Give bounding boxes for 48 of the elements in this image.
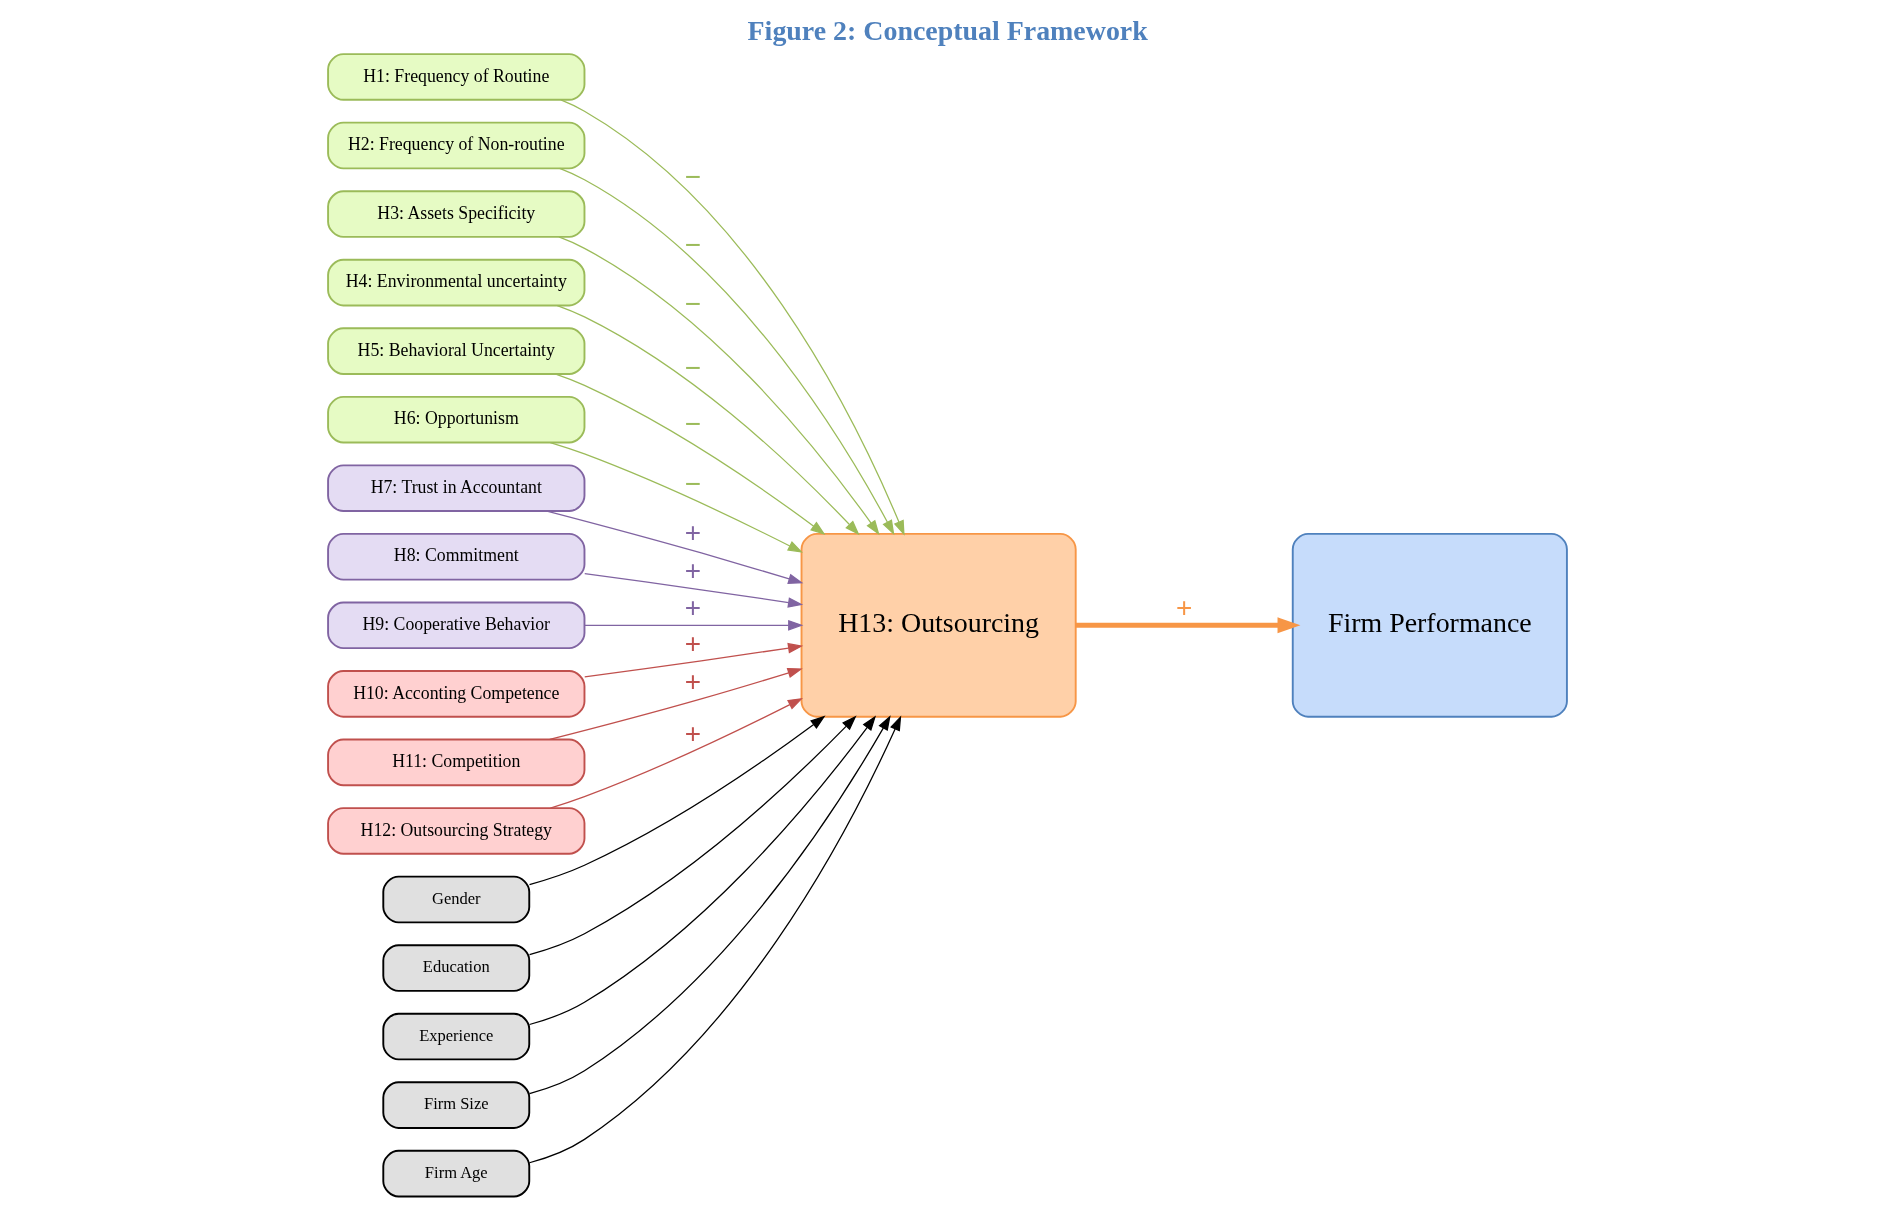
arrow <box>555 373 826 535</box>
arrow <box>560 99 905 536</box>
node-box: Gender <box>382 875 531 924</box>
arrow <box>528 715 877 1026</box>
node-box: Firm Size <box>382 1081 531 1129</box>
edge-label: − <box>684 229 702 261</box>
arrow <box>556 304 860 536</box>
node-box: H7: Trust in Accountant <box>327 464 586 512</box>
edge-label: + <box>684 665 702 697</box>
arrow <box>584 619 804 631</box>
arrow <box>558 236 880 536</box>
arrow <box>528 715 891 1095</box>
edge-label: + <box>684 627 702 659</box>
edge-label: + <box>684 592 702 624</box>
node-box: H10: Acconting Competence <box>327 670 586 718</box>
arrow <box>528 715 826 886</box>
node-box: H4: Environmental uncertainty <box>327 258 586 307</box>
node-box: H6: Opportunism <box>327 395 586 444</box>
edge-label: − <box>684 408 702 440</box>
node-box: H13: Outsourcing <box>800 532 1077 718</box>
node-box: H12: Outsourcing Strategy <box>327 807 586 855</box>
node-box: H1: Frequency of Routine <box>327 53 586 101</box>
node-box: H9: Cooperative Behavior <box>327 601 586 650</box>
edge-label: − <box>684 160 702 192</box>
edge-label: + <box>1176 592 1193 624</box>
node-box: H5: Behavioral Uncertainty <box>327 327 586 375</box>
diagram-title: Figure 2: Conceptual Framework <box>747 14 1148 46</box>
arrow <box>549 441 803 553</box>
arrow <box>584 642 804 678</box>
edge-label: − <box>684 287 702 319</box>
edge-label: + <box>684 517 702 549</box>
node-box: Firm Performance <box>1291 532 1568 718</box>
edge-label: + <box>684 555 702 587</box>
node-box: Education <box>382 944 531 992</box>
node-box: H8: Commitment <box>327 532 586 581</box>
node-box: H3: Assets Specificity <box>327 190 586 238</box>
arrow <box>584 573 804 608</box>
arrow <box>528 715 902 1164</box>
arrow <box>559 167 895 536</box>
node-box: H2: Frequency of Non-routine <box>327 121 586 170</box>
node-box: Experience <box>382 1012 531 1061</box>
edge-label: − <box>684 467 702 499</box>
edge-label: + <box>684 717 702 749</box>
arrow <box>528 715 857 956</box>
arrow <box>1076 617 1301 634</box>
node-box: Firm Age <box>382 1149 531 1198</box>
node-box: H11: Competition <box>327 738 586 787</box>
edge-label: − <box>684 352 702 384</box>
